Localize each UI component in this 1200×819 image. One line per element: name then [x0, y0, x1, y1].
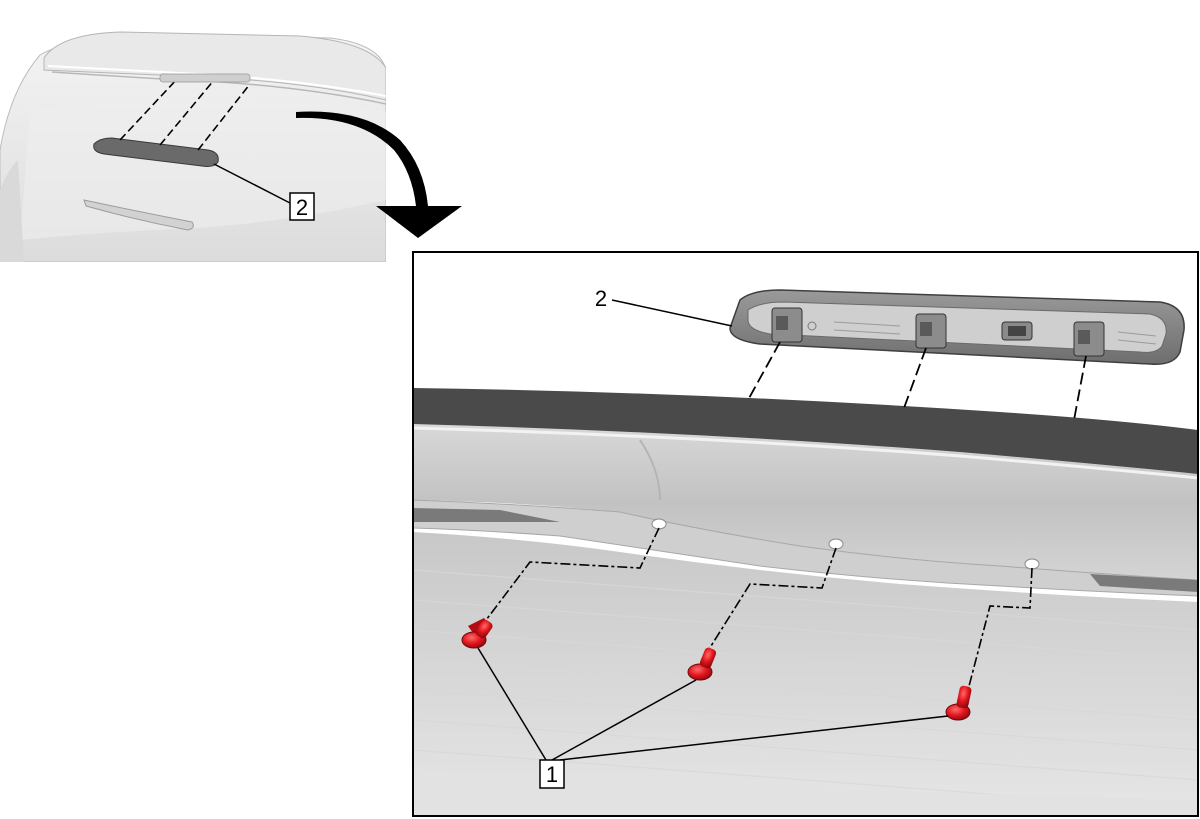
fastener-1b: [687, 647, 717, 681]
detail-dashed-lines: [747, 341, 1087, 421]
detail-view: [413, 252, 1198, 816]
overview-vehicle-illustration: [0, 31, 386, 262]
overview-callout-box-2: [289, 192, 315, 221]
fastener-1c: [945, 685, 972, 721]
overview-callout-number-2: 2: [296, 195, 308, 220]
fastener-1a: [461, 618, 493, 649]
detail-frame: [412, 251, 1199, 817]
mount-holes: [651, 518, 1040, 570]
detail-spoiler-rail: [413, 424, 1198, 580]
transition-arrow: [296, 111, 462, 238]
overview-brake-lamp: [93, 137, 219, 167]
detail-callout-number-2: 2: [595, 286, 607, 311]
detail-callout-box-1: [539, 759, 565, 789]
detail-leader-lines-1: [477, 647, 949, 761]
fastener-dashed-paths: [479, 527, 1033, 691]
detail-rear-glass: [413, 532, 1198, 816]
overview-leader-line-2: [213, 163, 291, 204]
detail-brake-lamp: [729, 289, 1185, 365]
detail-callout-number-1: 1: [546, 762, 558, 787]
overview-dashed-lines: [119, 77, 251, 151]
detail-leader-line-2: [611, 299, 733, 327]
